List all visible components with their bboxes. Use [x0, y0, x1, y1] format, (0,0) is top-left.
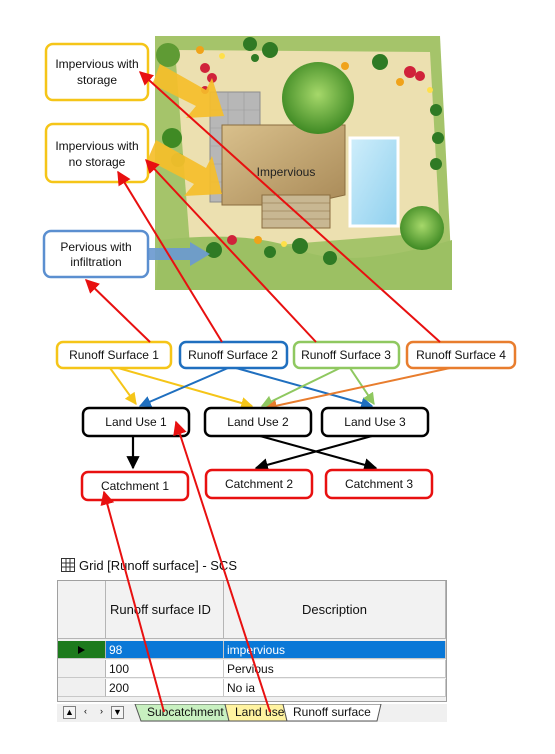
runoff-surface-1: Runoff Surface 1 [55, 340, 173, 370]
catchment-3: Catchment 3 [324, 468, 434, 500]
row-selector-header [58, 581, 106, 639]
cell-id[interactable]: 200 [106, 679, 224, 697]
grid-icon [61, 558, 75, 572]
runoff-surface-3-label: Runoff Surface 3 [301, 348, 391, 362]
row-selector[interactable] [58, 660, 106, 678]
sheet-tab-bar: ▲ ‹ › ▼ Subcatchment Land use Runoff sur… [57, 704, 447, 722]
impervious-photo-label: Impervious [257, 165, 316, 179]
grid-title: Grid [Runoff surface] - SCS [79, 558, 237, 573]
tab-subcatchment[interactable]: Subcatchment [147, 705, 224, 719]
callout-impervious-nostorage-line1: Impervious with [55, 139, 138, 153]
catchment-2: Catchment 2 [204, 468, 314, 500]
land-use-2-label: Land Use 2 [227, 415, 289, 429]
callout-impervious-storage-line1: Impervious with [55, 57, 138, 71]
first-sheet-button[interactable]: ▲ [63, 706, 76, 719]
landuse-to-catchment-arrows [126, 434, 378, 472]
catchment-1: Catchment 1 [80, 470, 190, 502]
table-row[interactable]: 200 No ia [58, 679, 446, 697]
grid-header-row: Runoff surface ID Description [58, 581, 446, 639]
runoff-surface-2: Runoff Surface 2 [178, 340, 289, 370]
cell-id[interactable]: 100 [106, 660, 224, 678]
row-selector[interactable] [58, 641, 106, 659]
callout-impervious-nostorage: Impervious with no storage [44, 122, 150, 184]
callout-pervious-line1: Pervious with [60, 240, 131, 254]
runoff-surface-4-label: Runoff Surface 4 [416, 348, 506, 362]
land-use-1-label: Land Use 1 [105, 415, 167, 429]
next-sheet-button[interactable]: › [100, 706, 103, 716]
grid-window: Grid [Runoff surface] - SCS Runoff surfa… [57, 554, 447, 724]
cell-description[interactable]: impervious [224, 641, 446, 659]
column-header-description[interactable]: Description [224, 581, 446, 639]
table-row[interactable]: 100 Pervious [58, 660, 446, 678]
land-use-2: Land Use 2 [203, 406, 313, 438]
runoff-surface-2-label: Runoff Surface 2 [188, 348, 278, 362]
cell-description[interactable]: No ia [224, 679, 446, 697]
table-row[interactable]: 98 impervious [58, 641, 446, 659]
land-use-3-label: Land Use 3 [344, 415, 406, 429]
land-use-1: Land Use 1 [81, 406, 191, 438]
land-use-3: Land Use 3 [320, 406, 430, 438]
catchment-2-label: Catchment 2 [225, 477, 293, 491]
cell-id[interactable]: 98 [106, 641, 224, 659]
last-sheet-button[interactable]: ▼ [111, 706, 124, 719]
current-row-arrow-icon [78, 646, 85, 654]
callout-pervious-infiltration: Pervious with infiltration [42, 229, 150, 279]
grid-title-bar: Grid [Runoff surface] - SCS [57, 554, 447, 578]
row-selector[interactable] [58, 679, 106, 697]
tab-land-use[interactable]: Land use [235, 705, 285, 719]
callout-impervious-storage-line2: storage [77, 73, 117, 87]
runoff-surface-4: Runoff Surface 4 [405, 340, 517, 370]
cell-description[interactable]: Pervious [224, 660, 446, 678]
runoff-surface-1-label: Runoff Surface 1 [69, 348, 159, 362]
callout-impervious-nostorage-line2: no storage [69, 155, 126, 169]
grid-table: Runoff surface ID Description 98 impervi… [57, 580, 447, 702]
callout-pervious-line2: infiltration [70, 255, 121, 269]
callout-impervious-storage: Impervious with storage [44, 42, 150, 102]
catchment-3-label: Catchment 3 [345, 477, 413, 491]
column-header-id[interactable]: Runoff surface ID [106, 581, 224, 639]
runoff-surface-3: Runoff Surface 3 [292, 340, 401, 370]
tab-runoff-surface[interactable]: Runoff surface [293, 705, 371, 719]
prev-sheet-button[interactable]: ‹ [84, 706, 87, 716]
surface-to-landuse-arrows [109, 367, 451, 412]
catchment-1-label: Catchment 1 [101, 479, 169, 493]
